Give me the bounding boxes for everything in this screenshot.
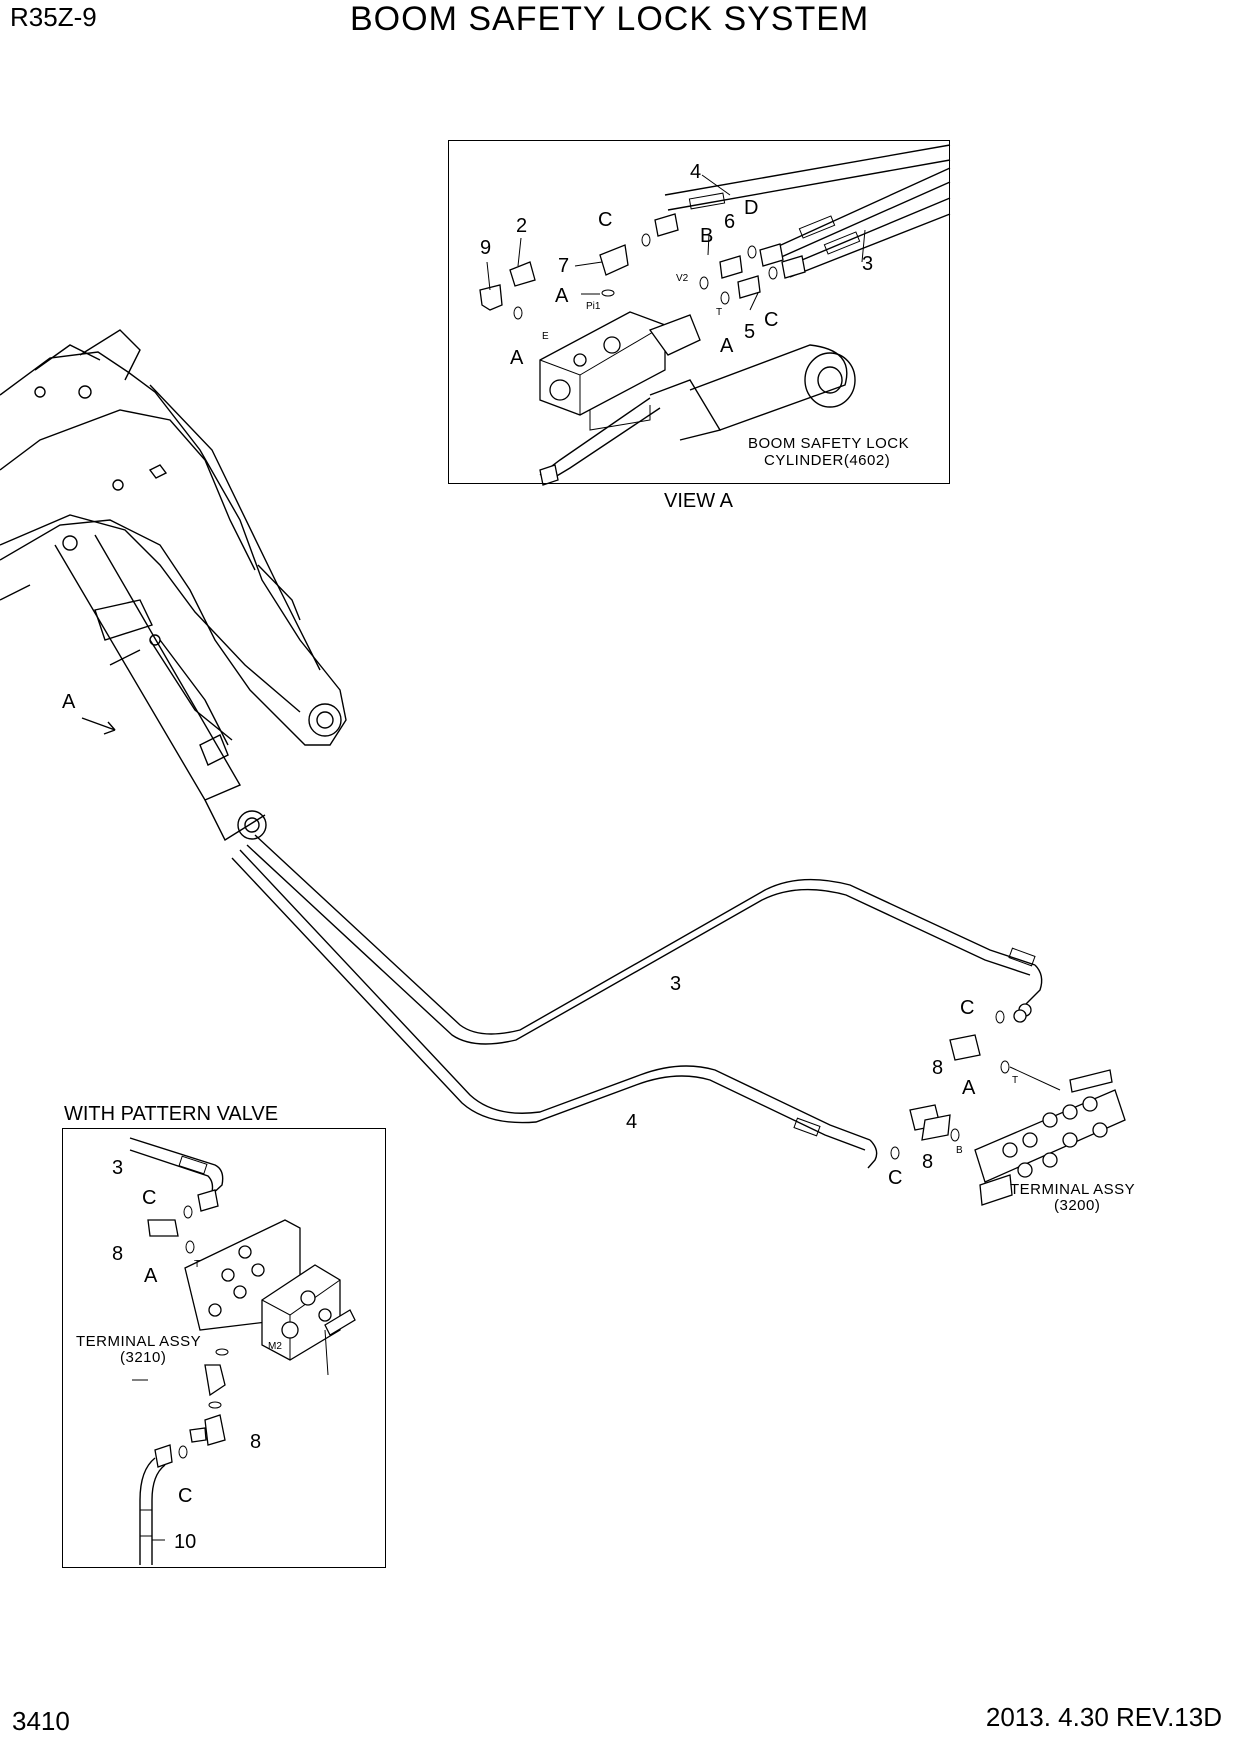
boom-cylinder — [54, 534, 267, 842]
callout-c-terminal-lower: C — [888, 1167, 903, 1189]
page-number: 3410 — [12, 1706, 70, 1736]
terminal-label-line2: (3200) — [1054, 1197, 1101, 1214]
pv-callout-c-lower: C — [178, 1485, 193, 1507]
callout-c-upper: C — [598, 209, 613, 231]
cylinder-label-line1: BOOM SAFETY LOCK — [748, 435, 910, 452]
callout-b: B — [700, 225, 714, 247]
callout-c-lower: C — [764, 309, 779, 331]
view-a-drawing — [479, 144, 951, 486]
pv-port-m2: M2 — [268, 1341, 282, 1352]
hose-routing — [231, 834, 1043, 1169]
pv-port-t: T — [194, 1259, 201, 1270]
callout-a-t: A — [720, 335, 734, 357]
callout-hose-3: 3 — [670, 973, 682, 995]
callout-6: 6 — [724, 211, 736, 233]
cylinder-label-line2: CYLINDER(4602) — [764, 452, 891, 469]
pattern-valve-drawing — [129, 1137, 356, 1565]
pattern-valve-caption: WITH PATTERN VALVE — [64, 1103, 279, 1125]
callout-a-pi1: A — [555, 285, 569, 307]
port-t: T — [716, 307, 723, 318]
callout-8-upper: 8 — [932, 1057, 944, 1079]
port-t-terminal: T — [1012, 1075, 1019, 1086]
callout-c-terminal-upper: C — [960, 997, 975, 1019]
callout-9: 9 — [480, 237, 492, 259]
page-title: BOOM SAFETY LOCK SYSTEM — [350, 0, 870, 38]
revision-date: 2013. 4.30 REV.13D — [985, 1702, 1222, 1732]
terminal-assy-3200 — [890, 1003, 1126, 1206]
callout-d: D — [744, 197, 759, 219]
port-pi1: Pi1 — [586, 301, 601, 312]
view-a-caption: VIEW A — [664, 490, 733, 512]
callout-8-lower: 8 — [922, 1151, 934, 1173]
callout-hose-4: 4 — [626, 1111, 638, 1133]
port-v2: V2 — [676, 273, 689, 284]
pv-callout-8-upper: 8 — [112, 1243, 124, 1265]
view-a-frame — [448, 140, 950, 484]
view-a-arrow-label: A — [62, 691, 76, 713]
port-e: E — [542, 331, 549, 342]
pv-callout-3: 3 — [112, 1157, 124, 1179]
callout-a-left: A — [510, 347, 524, 369]
callout-7: 7 — [558, 255, 570, 277]
callout-a-terminal: A — [962, 1077, 976, 1099]
callout-4: 4 — [690, 161, 702, 183]
pv-callout-10: 10 — [174, 1531, 197, 1553]
pv-callout-8-lower: 8 — [250, 1431, 262, 1453]
view-a-arrow — [81, 717, 116, 735]
model-code: R35Z-9 — [10, 2, 97, 32]
boom-outline — [0, 329, 347, 746]
pv-callout-a: A — [144, 1265, 158, 1287]
pv-callout-c-upper: C — [142, 1187, 157, 1209]
pv-terminal-label-line2: (3210) — [120, 1349, 167, 1366]
pattern-valve-frame — [62, 1128, 386, 1568]
port-b-terminal: B — [956, 1145, 963, 1156]
callout-3: 3 — [862, 253, 874, 275]
terminal-label-line1: TERMINAL ASSY — [1010, 1181, 1136, 1198]
callout-2: 2 — [516, 215, 528, 237]
pv-terminal-label-line1: TERMINAL ASSY — [76, 1333, 202, 1350]
callout-5: 5 — [744, 321, 756, 343]
